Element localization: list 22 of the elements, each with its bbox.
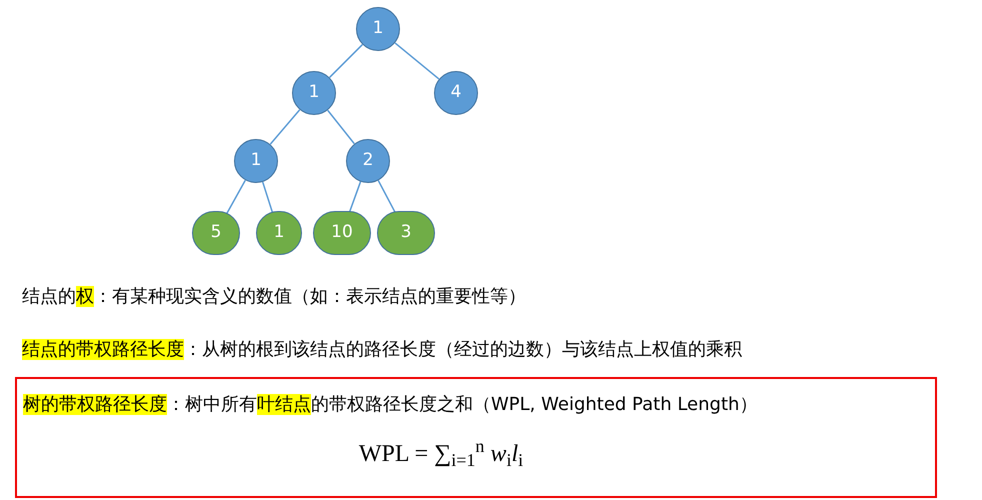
leaf-node: 3 [377, 211, 435, 255]
tree-edge [329, 44, 363, 78]
tree-node: 4 [434, 71, 478, 115]
leaf-node: 10 [313, 211, 371, 255]
tree-node: 1 [356, 7, 400, 51]
tree-edge [327, 110, 355, 144]
tree-edge [226, 180, 246, 214]
tree-edge [378, 180, 396, 213]
formula: WPL = ∑$_{i=1}$$^{n}$ w$_{i}$l$_{i}$ [358, 436, 524, 472]
definition-text: 树的带权路径长度：树中所有叶结点的带权路径长度之和（WPL, Weighted Path Length） [23, 393, 758, 417]
tree-node: 1 [234, 139, 278, 183]
tree-edge [348, 181, 362, 212]
definition-text: 结点的权：有某种现实含义的数值（如：表示结点的重要性等） [22, 285, 527, 309]
tree-edge [262, 182, 273, 212]
tree-edge [394, 42, 440, 80]
definition-box [15, 377, 937, 498]
tree-edge [270, 109, 300, 145]
leaf-node: 5 [192, 211, 240, 255]
tree-node: 1 [292, 71, 336, 115]
tree-node: 2 [346, 139, 390, 183]
definition-text: 结点的带权路径长度：从树的根到该结点的路径长度（经过的边数）与该结点上权值的乘积 [22, 338, 742, 362]
leaf-node: 1 [256, 211, 302, 255]
